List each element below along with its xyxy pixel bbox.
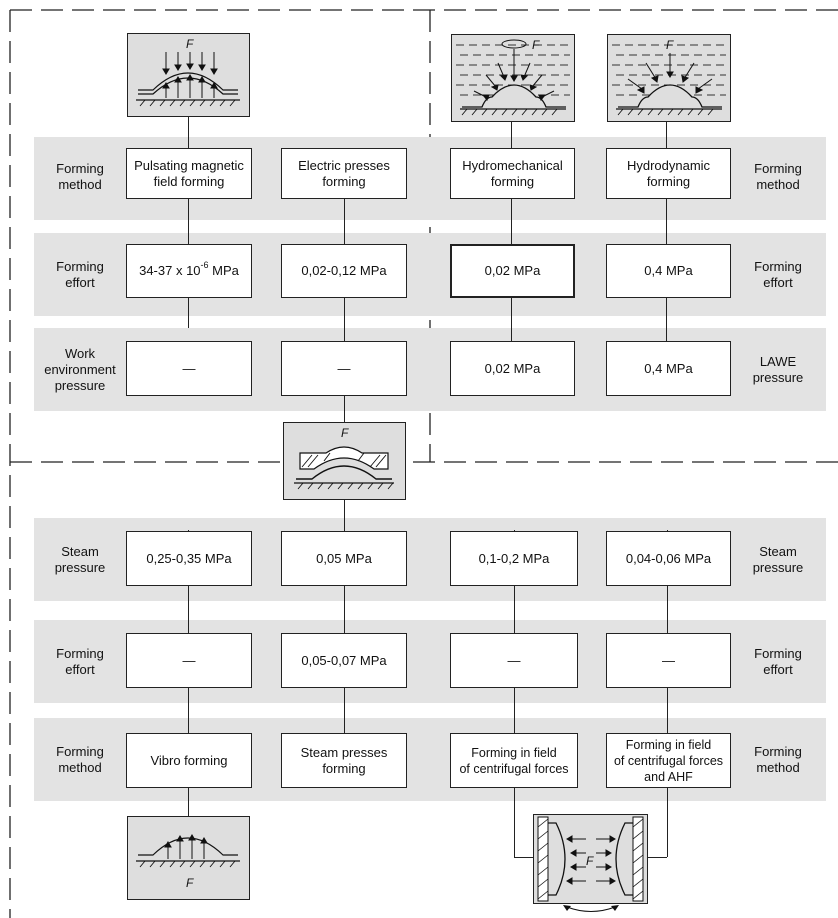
effort-value-unit: MPa [208, 263, 239, 278]
cell-lower-effort-3: — [450, 633, 578, 688]
connector-col4-lower [667, 530, 668, 857]
cell-upper-effort-4: 0,4 MPa [606, 244, 731, 298]
cell-upper-method-3: Hydromechanical forming [450, 148, 575, 199]
cell-upper-effort-3: 0,02 MPa [450, 244, 575, 298]
label-work-environment-pressure: Work environment pressure [44, 346, 116, 393]
schematic-hydrodynamic: F [607, 34, 731, 122]
force-label: F [186, 876, 194, 890]
cell-lower-method-4: Forming in field of centrifugal forces a… [606, 733, 731, 788]
cell-lower-method-2: Steam presses forming [281, 733, 407, 788]
connector-col3-bottom [514, 857, 534, 858]
schematic-vibro: F [127, 816, 250, 900]
cell-upper-effort-1: 34-37 x 10-6 MPa [126, 244, 252, 298]
rotation-arrow-icon [563, 905, 619, 913]
cell-lower-effort-4: — [606, 633, 731, 688]
cell-lower-effort-1: — [126, 633, 252, 688]
schematic-centrifugal: F [533, 814, 648, 904]
cell-upper-pressure-1: — [126, 341, 252, 396]
cell-upper-pressure-4: 0,4 MPa [606, 341, 731, 396]
force-label: F [341, 426, 349, 440]
label-forming-method-lower-right: Forming method [754, 744, 802, 775]
effort-value-prefix: 34-37 x 10 [139, 263, 201, 278]
cell-lower-steam-2: 0,05 MPa [281, 531, 407, 586]
cell-lower-steam-4: 0,04-0,06 MPa [606, 531, 731, 586]
label-forming-effort-lower-right: Forming effort [754, 646, 802, 677]
force-label: F [586, 854, 594, 868]
schematic-steam-die: F [283, 422, 406, 500]
label-steam-pressure-right: Steam pressure [752, 544, 804, 575]
cell-upper-effort-2: 0,02-0,12 MPa [281, 244, 407, 298]
label-steam-pressure-left: Steam pressure [54, 544, 106, 575]
connector-col3-upper [511, 122, 512, 342]
cell-lower-effort-2: 0,05-0,07 MPa [281, 633, 407, 688]
label-lawe-pressure: LAWE pressure [752, 354, 804, 385]
cell-upper-method-4: Hydrodynamic forming [606, 148, 731, 199]
cell-upper-pressure-3: 0,02 MPa [450, 341, 575, 396]
effort-value-exponent: -6 [200, 260, 209, 270]
connector-col3-lower [514, 530, 515, 857]
label-forming-method-lower-left: Forming method [56, 744, 104, 775]
label-forming-effort-upper-left: Forming effort [56, 259, 104, 290]
force-label: F [666, 38, 674, 52]
force-label: F [186, 37, 194, 51]
cell-upper-method-2: Electric presses forming [281, 148, 407, 199]
cell-upper-method-1: Pulsating magnetic field forming [126, 148, 252, 199]
cell-lower-steam-1: 0,25-0,35 MPa [126, 531, 252, 586]
label-forming-method-upper-right: Forming method [754, 161, 802, 192]
connector-col1-upper [188, 117, 189, 328]
connector-col4-bottom [647, 857, 667, 858]
force-label: F [532, 38, 540, 52]
cell-lower-method-1: Vibro forming [126, 733, 252, 788]
cell-upper-pressure-2: — [281, 341, 407, 396]
schematic-magnetic-pulse: F [127, 33, 250, 117]
label-forming-method-upper-left: Forming method [56, 161, 104, 192]
cell-lower-steam-3: 0,1-0,2 MPa [450, 531, 578, 586]
cell-lower-method-3: Forming in field of centrifugal forces [450, 733, 578, 788]
label-forming-effort-lower-left: Forming effort [56, 646, 104, 677]
label-forming-effort-upper-right: Forming effort [754, 259, 802, 290]
schematic-hydromechanical: F [451, 34, 575, 122]
connector-col4-upper [666, 122, 667, 342]
connector-col2-lower [344, 488, 345, 733]
